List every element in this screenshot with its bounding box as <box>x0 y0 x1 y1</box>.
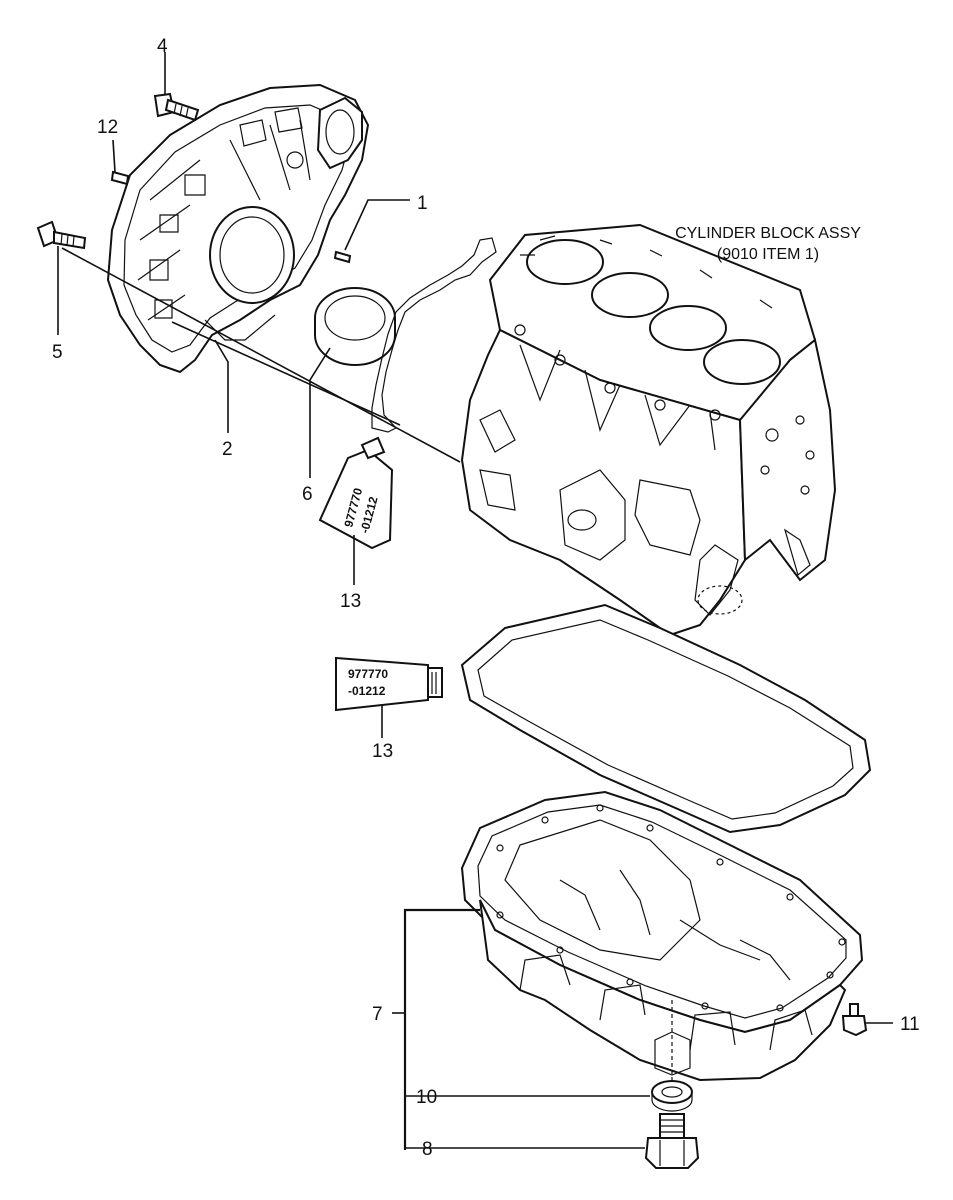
drain-bolt-11 <box>841 1003 868 1037</box>
cylinder-block <box>460 223 837 637</box>
bolt-5 <box>36 220 87 250</box>
callout-2: 2 <box>222 439 233 460</box>
bolt-4 <box>153 92 200 122</box>
sealant-tube-lower: 977770 -01212 <box>335 656 443 712</box>
callout-7: 7 <box>372 1004 383 1025</box>
callout-1: 1 <box>417 193 428 214</box>
header-line-2: (9010 ITEM 1) <box>717 246 819 263</box>
callout-11: 11 <box>900 1014 920 1035</box>
header-line-1: CYLINDER BLOCK ASSY <box>675 225 861 242</box>
dowel-pin-1 <box>333 250 352 264</box>
callout-12: 12 <box>97 117 118 138</box>
rear-plate-gasket <box>371 237 497 433</box>
oil-seal <box>314 287 396 366</box>
dowel-pin-12 <box>110 170 130 186</box>
drain-plug-8 <box>644 1113 700 1169</box>
sealant-tube-upper: 977770 -01212 <box>318 436 394 550</box>
callout-10: 10 <box>416 1087 437 1108</box>
callout-13-upper: 13 <box>340 591 361 612</box>
assembly-header: CYLINDER BLOCK ASSY (9010 ITEM 1) <box>675 225 861 263</box>
tube-lower-code-2: -01212 <box>348 684 386 698</box>
callout-8: 8 <box>422 1139 433 1160</box>
tube-lower-code-1: 977770 <box>348 667 388 681</box>
leader-lines <box>57 52 893 1150</box>
callout-6: 6 <box>302 484 313 505</box>
callout-4: 4 <box>157 36 168 57</box>
oil-pan-gasket <box>460 603 872 834</box>
callout-labels: 1 2 4 5 6 7 8 10 11 12 13 13 <box>52 36 920 1160</box>
callout-13-lower: 13 <box>372 741 393 762</box>
callout-5: 5 <box>52 342 63 363</box>
washer-10 <box>651 1080 693 1112</box>
rear-plate <box>106 83 370 374</box>
oil-pan <box>460 790 864 1082</box>
